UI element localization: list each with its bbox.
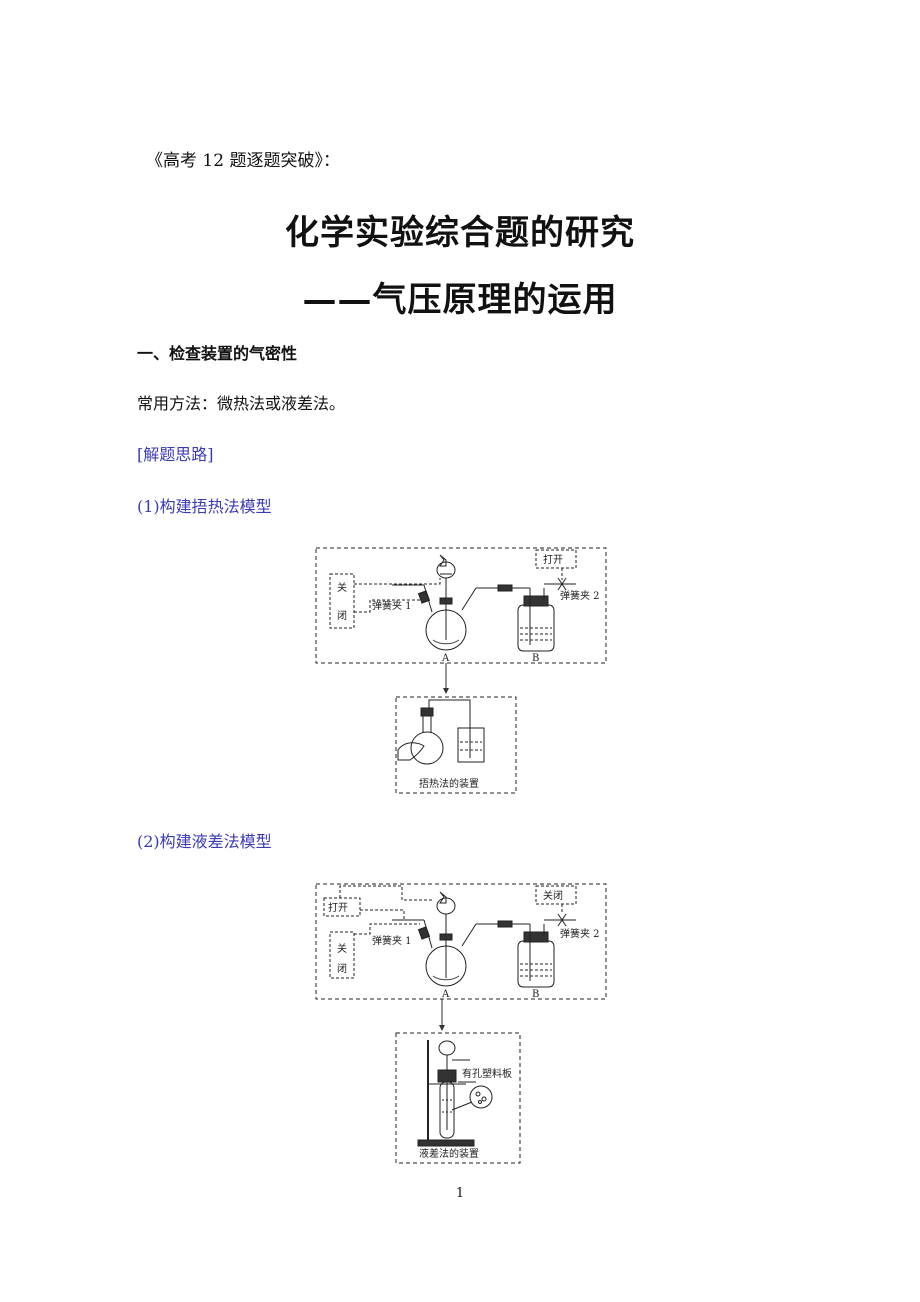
section-heading: 一、检查装置的气密性 xyxy=(137,344,298,363)
figure1-open-label: 打开 xyxy=(543,553,563,566)
figure1-closed-char1: 关 xyxy=(337,581,347,594)
figure2-closed-right-label: 关闭 xyxy=(543,889,563,902)
figure1-bottom-apparatus xyxy=(395,696,517,794)
figure2-bottom-frame xyxy=(395,1032,521,1164)
figure1-closed-box xyxy=(329,573,355,629)
figure1-bottle-b-label: B xyxy=(532,653,539,664)
figure2-flask-a-label: A xyxy=(441,989,450,1000)
figure2-closed-left-char2: 闭 xyxy=(337,962,347,975)
figure2-top-apparatus xyxy=(315,883,607,1000)
main-title: 化学实验综合题的研究 xyxy=(285,213,635,253)
figure1-open-box xyxy=(535,549,577,569)
sub-title: ——气压原理的运用 xyxy=(302,280,618,320)
figure2-closed-box-left xyxy=(329,931,355,979)
figure1-flask-a-label: A xyxy=(441,653,450,664)
figure2-open-label: 打开 xyxy=(328,901,348,914)
figure2-bottom-apparatus xyxy=(395,1032,521,1164)
figure2-clamp2-label: 弹簧夹 2 xyxy=(560,927,600,940)
figure2-clamp1-label: 弹簧夹 1 xyxy=(372,934,412,947)
figure1-clamp2-label: 弹簧夹 2 xyxy=(560,589,600,602)
figure2-frame xyxy=(315,883,607,1000)
figure1-frame xyxy=(315,547,607,664)
figure1-bottom-frame xyxy=(395,696,517,794)
page-number: 1 xyxy=(455,1186,465,1201)
figure1-clamp1-label: 弹簧夹 1 xyxy=(372,599,412,612)
series-title: 《高考 12 题逐题突破》： xyxy=(146,151,340,171)
thinking-label: [解题思路] xyxy=(137,445,214,464)
figure1-closed-char2: 闭 xyxy=(337,609,347,622)
figure2-open-box xyxy=(323,897,361,917)
figure2-plate-label: 有孔塑料板 xyxy=(462,1067,512,1080)
model1-label: (1)构建捂热法模型 xyxy=(137,497,272,516)
methods-text: 常用方法：微热法或液差法。 xyxy=(137,394,346,413)
model2-label: (2)构建液差法模型 xyxy=(137,832,272,851)
flask-a xyxy=(425,609,467,651)
figure2-caption: 液差法的装置 xyxy=(419,1147,479,1160)
flask-a-2 xyxy=(425,945,467,987)
figure2-closed-box-right xyxy=(535,885,577,905)
figure1-top-apparatus xyxy=(315,547,607,664)
figure2-bottle-b-label: B xyxy=(532,989,539,1000)
figure2-closed-left-char1: 关 xyxy=(337,942,347,955)
figure1-caption: 捂热法的装置 xyxy=(419,777,479,790)
